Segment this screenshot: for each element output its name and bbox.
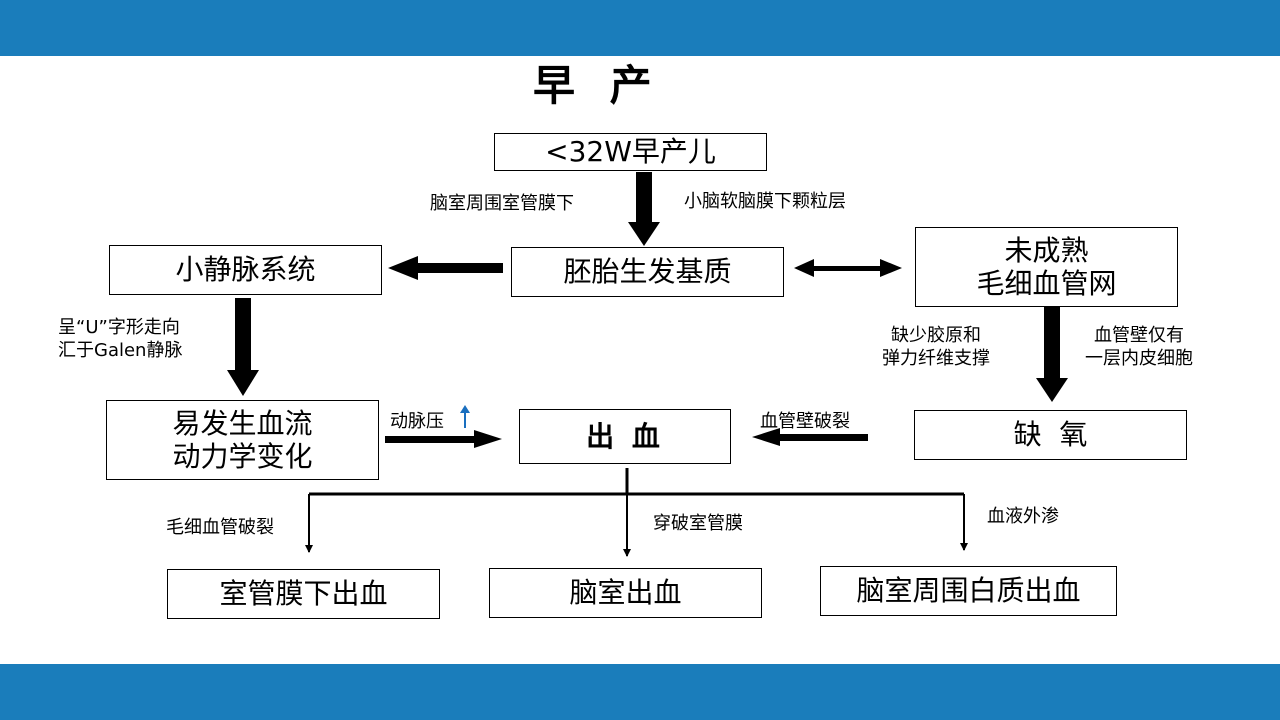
arrow-hypoxia-to-hemorrhage: [752, 428, 868, 446]
label-blood-extravasation: 血液外渗: [987, 506, 1059, 527]
box-preterm-infant: <32W早产儿: [494, 133, 767, 171]
label-cerebellar-granular-layer: 小脑软脑膜下颗粒层: [684, 191, 846, 212]
bottom-band: [0, 664, 1280, 720]
top-band: [0, 0, 1280, 56]
branch-lines: [309, 468, 964, 496]
box-periventricular-white-matter-hemorrhage: 脑室周围白质出血: [820, 566, 1117, 616]
box-immature-capillary-network: 未成熟 毛细血管网: [915, 227, 1178, 307]
arrow-preterm-to-germinal: [628, 172, 660, 246]
label-vessel-wall-rupture: 血管壁破裂: [760, 411, 850, 432]
label-arterial-pressure: 动脉压: [390, 411, 444, 432]
arrow-germinal-capillary-bidirectional: [794, 259, 902, 277]
box-hypoxia: 缺 氧: [914, 410, 1187, 460]
page-title: 早 产: [533, 61, 662, 110]
label-periventricular-subependymal: 脑室周围室管膜下: [430, 193, 574, 214]
box-intraventricular-hemorrhage: 脑室出血: [489, 568, 762, 618]
label-u-shape-galen: 呈“U”字形走向 汇于Galen静脉: [58, 317, 183, 362]
arrow-hemodynamic-to-hemorrhage: [385, 430, 502, 448]
label-single-endothelial-layer: 血管壁仅有 一层内皮细胞: [1085, 325, 1193, 370]
label-collagen-elastic-support: 缺少胶原和 弹力纤维支撑: [882, 325, 990, 370]
label-capillary-rupture: 毛细血管破裂: [166, 517, 274, 538]
arrow-capillary-to-hypoxia: [1036, 306, 1068, 402]
box-hemodynamic-change: 易发生血流 动力学变化: [106, 400, 379, 480]
box-small-vein-system: 小静脉系统: [109, 245, 382, 295]
box-germinal-matrix: 胚胎生发基质: [511, 247, 784, 297]
arrow-up-icon: [460, 405, 470, 428]
label-penetrate-ependyma: 穿破室管膜: [653, 513, 743, 534]
arrow-vein-to-hemodynamic: [227, 298, 259, 396]
branch-arrows: [305, 494, 968, 557]
arrow-germinal-to-vein: [388, 256, 503, 280]
box-hemorrhage: 出 血: [519, 409, 731, 464]
box-subependymal-hemorrhage: 室管膜下出血: [167, 569, 440, 619]
